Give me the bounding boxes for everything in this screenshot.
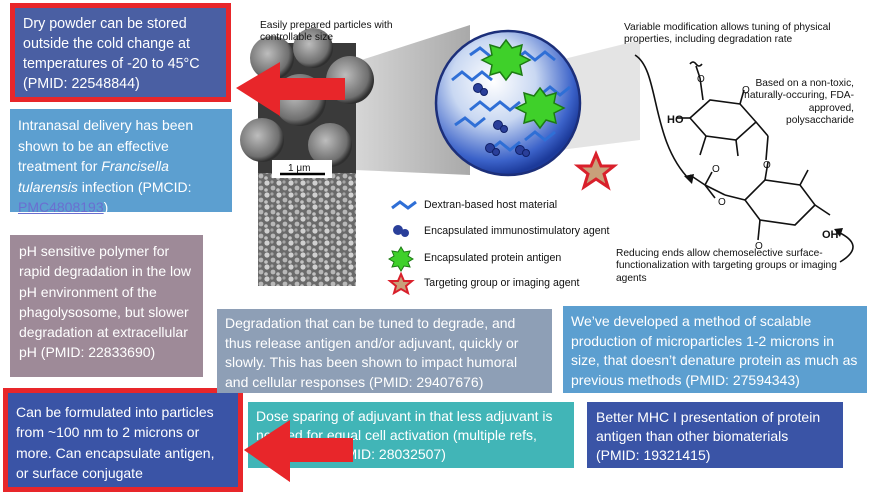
projection-beam bbox=[355, 25, 470, 175]
svg-text:O: O bbox=[763, 160, 771, 171]
dextran-particle-sphere bbox=[434, 29, 582, 177]
legend-targeting-group: Targeting group or imaging agent bbox=[424, 277, 580, 289]
mhc-presentation-box: Better MHC I presentation of protein ant… bbox=[587, 402, 843, 468]
particles-caption: Easily prepared particles with controlla… bbox=[260, 20, 393, 44]
pmcid-link[interactable]: PMC4808193 bbox=[18, 199, 104, 215]
scalable-production-text: We’ve developed a method of scalable pro… bbox=[571, 313, 858, 388]
sem-micrograph-large bbox=[240, 28, 374, 173]
degradation-box: Degradation that can be tuned to degrade… bbox=[217, 309, 552, 393]
intranasal-text: Intranasal delivery has been shown to be… bbox=[18, 115, 224, 218]
targeting-group-star bbox=[573, 150, 619, 191]
dry-powder-box: Dry powder can be stored outside the col… bbox=[10, 3, 231, 102]
degradation-text: Degradation that can be tuned to degrade… bbox=[225, 315, 519, 390]
legend-dextran: Dextran-based host material bbox=[424, 199, 558, 211]
svg-text:O: O bbox=[755, 241, 763, 252]
svg-text:O: O bbox=[712, 164, 720, 175]
legend-protein-antigen: Encapsulated protein antigen bbox=[424, 252, 562, 264]
sem-micrograph-small bbox=[258, 173, 356, 286]
ho-label: HO bbox=[667, 114, 684, 126]
intranasal-text-end: ) bbox=[103, 199, 109, 215]
dry-powder-text: Dry powder can be stored outside the col… bbox=[23, 16, 200, 92]
intranasal-box: Intranasal delivery has been shown to be… bbox=[10, 109, 232, 215]
scale-bar-label: 1 μm bbox=[288, 163, 311, 174]
dose-sparing-box: Dose sparing of adjuvant in that less ad… bbox=[248, 402, 574, 468]
red-arrow-top bbox=[236, 62, 345, 116]
intranasal-text-mid: infection (PMCID: bbox=[77, 178, 192, 195]
variable-modification-label: Variable modification allows tuning of p… bbox=[624, 22, 831, 46]
ph-sensitive-box: pH sensitive polymer for rapid degradati… bbox=[10, 235, 203, 377]
reducing-ends-label: Reducing ends allow chemoselective surfa… bbox=[616, 248, 837, 284]
intranasal-species: Francisella tularensis bbox=[18, 158, 169, 195]
formulation-box: Can be formulated into particles from ~1… bbox=[3, 388, 243, 492]
svg-text:O: O bbox=[718, 197, 726, 208]
atom-labels: O O O O O O bbox=[697, 74, 771, 252]
projection-beam-right bbox=[560, 40, 640, 150]
oh-label: OH bbox=[822, 229, 839, 241]
intranasal-text-start: Intranasal delivery has been shown to be… bbox=[18, 117, 194, 174]
dose-sparing-text: Dose sparing of adjuvant in that less ad… bbox=[256, 408, 553, 462]
dextran-chemical-structure bbox=[634, 54, 854, 263]
svg-text:O: O bbox=[742, 85, 750, 96]
mhc-presentation-text: Better MHC I presentation of protein ant… bbox=[596, 409, 821, 463]
svg-text:O: O bbox=[697, 74, 705, 85]
legend-icons bbox=[387, 200, 417, 296]
scalable-production-box: We’ve developed a method of scalable pro… bbox=[563, 306, 867, 393]
non-toxic-label: Based on a non-toxic, naturally-occuring… bbox=[744, 78, 854, 127]
formulation-text: Can be formulated into particles from ~1… bbox=[16, 404, 215, 481]
legend-immunostimulatory: Encapsulated immunostimulatory agent bbox=[424, 225, 610, 237]
ph-sensitive-text: pH sensitive polymer for rapid degradati… bbox=[19, 243, 192, 361]
